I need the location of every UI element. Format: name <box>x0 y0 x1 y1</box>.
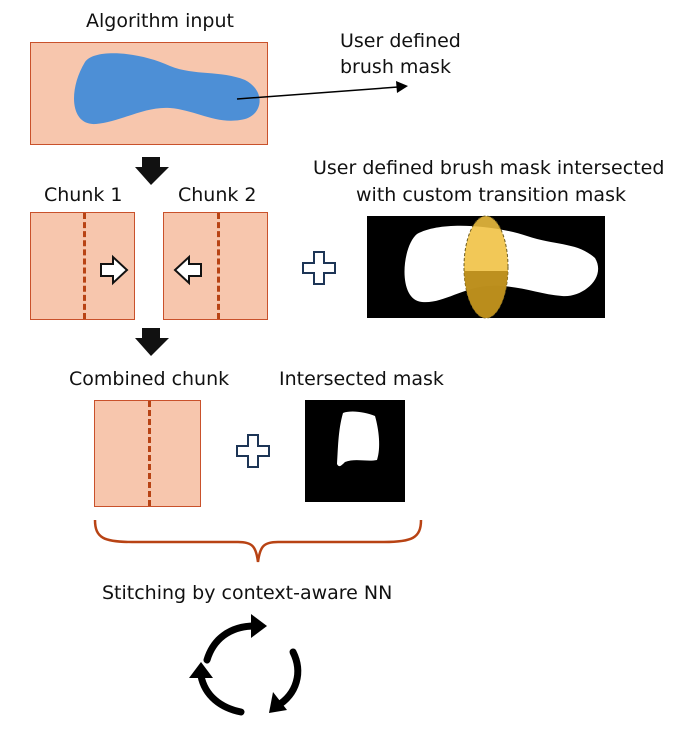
plus-icon <box>236 434 270 468</box>
combined-seam-line <box>148 401 151 506</box>
stitching-label: Stitching by context-aware NN <box>102 582 393 604</box>
user-defined-mask-label-2: brush mask <box>340 56 451 78</box>
intersected-title-line2: with custom transition mask <box>356 184 626 206</box>
right-arrow-icon <box>100 254 129 286</box>
user-defined-mask-label-1: User defined <box>340 30 461 52</box>
intersected-mask-label: Intersected mask <box>279 368 444 390</box>
combined-chunk-label: Combined chunk <box>69 368 230 390</box>
intersected-mask-image <box>305 400 405 502</box>
algorithm-input-label: Algorithm input <box>86 10 234 32</box>
left-arrow-icon <box>173 254 202 286</box>
chunk1-seam-line <box>83 213 86 319</box>
transition-mask-image <box>367 215 605 319</box>
combined-chunk-image <box>94 400 201 507</box>
plus-icon <box>302 251 336 285</box>
cycle-icon <box>189 614 302 716</box>
chunk2-label: Chunk 2 <box>178 184 257 206</box>
intersected-title-line1: User defined brush mask intersected <box>313 157 665 179</box>
chunk1-label: Chunk 1 <box>44 184 123 206</box>
down-arrow-icon <box>135 157 169 185</box>
merge-brace <box>93 519 423 563</box>
down-arrow-icon <box>135 328 169 356</box>
chunk2-seam-line <box>217 213 220 319</box>
